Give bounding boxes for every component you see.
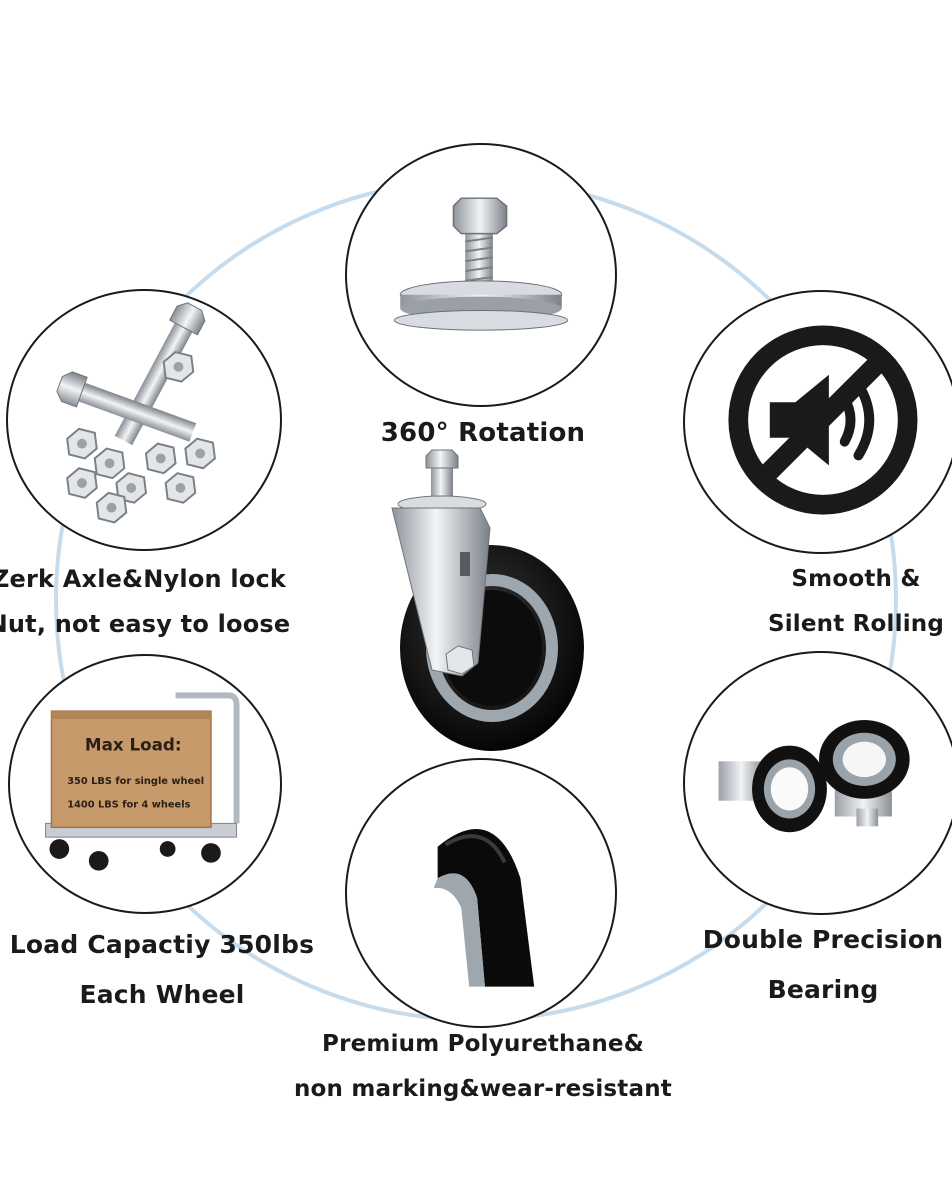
rotation-label-text: 360° Rotation (380, 418, 586, 448)
zerk-label-line1: Zerk Axle&Nylon lock (0, 565, 287, 593)
zerk-label: Zerk Axle&Nylon lock Nut, not easy to lo… (0, 557, 294, 647)
max-load-single: 350 LBS for single wheel (67, 776, 204, 787)
load-label: Load Capactiy 350lbs Each Wheel (0, 920, 324, 1020)
caster-wheel-icon (391, 449, 584, 751)
zerk-feature-circle (6, 289, 282, 551)
polyurethane-label-line2: non marking&wear-resistant (293, 1076, 672, 1102)
hand-truck-box-icon: Max Load: 350 LBS for single wheel 1400 … (45, 692, 240, 871)
bearing-label-line2: Bearing (767, 975, 879, 1004)
polyurethane-label-line1: Premium Polyurethane& (322, 1031, 644, 1057)
bearing-label-line1: Double Precision (702, 925, 944, 954)
load-label-line1: Load Capactiy 350lbs (9, 930, 315, 959)
polyurethane-feature-circle (345, 758, 617, 1028)
smooth-label: Smooth & Silent Rolling (745, 557, 952, 647)
muted-speaker-icon (728, 325, 918, 515)
rotation-label: 360° Rotation (330, 413, 636, 453)
smooth-label-line1: Smooth & (791, 566, 921, 592)
threaded-stem-icon (393, 197, 569, 331)
smooth-feature-circle (683, 290, 952, 554)
caster-wheel-image (370, 448, 600, 758)
precision-bearing-icon (718, 719, 910, 833)
bolts-and-nuts-icon (56, 302, 216, 524)
bearing-label: Double Precision Bearing (692, 915, 952, 1015)
zerk-label-line2: Nut, not easy to loose (0, 610, 291, 638)
rotation-feature-circle (345, 143, 617, 407)
polyurethane-label: Premium Polyurethane& non marking&wear-r… (282, 1022, 684, 1112)
load-feature-circle: Max Load: 350 LBS for single wheel 1400 … (8, 654, 282, 914)
max-load-title: Max Load: (85, 735, 182, 755)
max-load-four: 1400 LBS for 4 wheels (67, 800, 190, 811)
bearing-feature-circle (683, 651, 952, 915)
load-label-line2: Each Wheel (79, 980, 245, 1009)
smooth-label-line2: Silent Rolling (767, 611, 945, 637)
polyurethane-tread-icon (433, 828, 535, 987)
